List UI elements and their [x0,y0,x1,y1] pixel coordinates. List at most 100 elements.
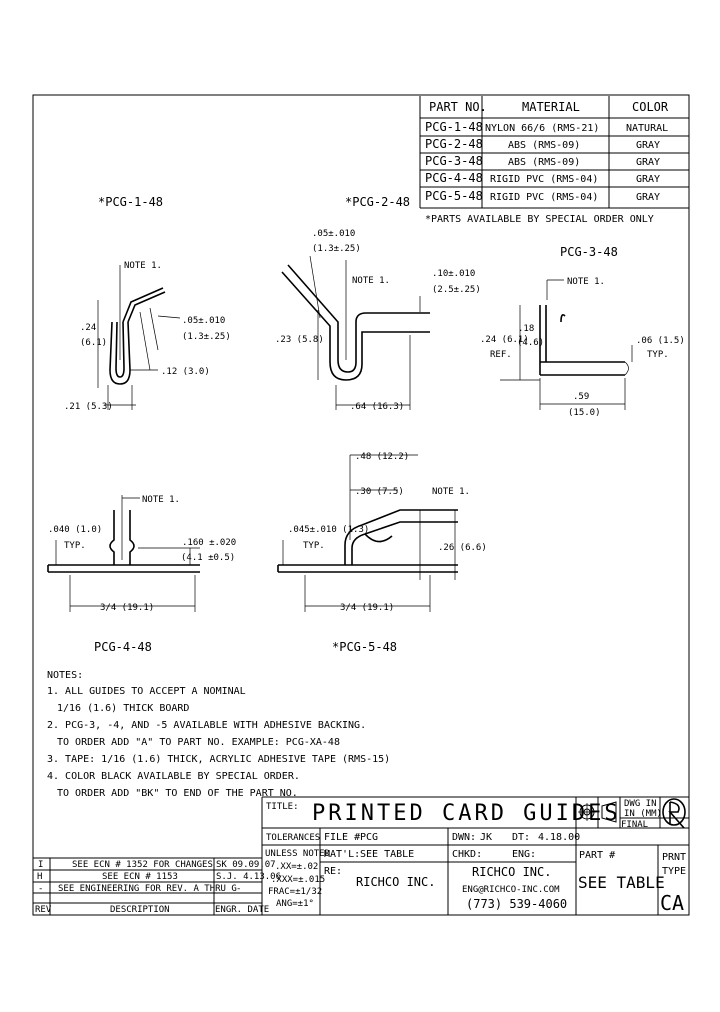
view-label: PCG-4-48 [94,640,152,654]
matl-value: SEE TABLE [360,849,414,860]
rev-cell: - [38,884,43,894]
dim-typ: TYP. [647,350,669,360]
parts-table: PART NO. MATERIAL COLOR PCG-1-48 NYLON 6… [419,96,689,225]
table-cell: ABS (RMS-09) [508,140,580,151]
table-cell: RIGID PVC (RMS-04) [490,192,598,203]
rev-cell: - [236,884,241,894]
rev-cell: I [38,860,43,870]
sheet-border [32,94,690,916]
dim-mid: .30 (7.5) [355,487,404,497]
table-cell: PCG-2-48 [425,137,483,151]
view-label: PCG-3-48 [560,245,618,259]
dim-thick: .040 (1.0) [48,525,102,535]
table-cell: PCG-3-48 [425,154,483,168]
note-ref: NOTE 1. [124,261,162,271]
revision-table: I SEE ECN # 1352 FOR CHANGES SK 09.09.07… [33,857,281,915]
table-cell: GRAY [636,140,660,151]
dim-height-mm: (6.1) [80,338,107,348]
notes-heading: NOTES: [47,670,83,681]
table-footnote: *PARTS AVAILABLE BY SPECIAL ORDER ONLY [425,214,654,225]
file-label: FILE # [324,832,360,843]
dim-width: 3/4 (19.1) [100,603,154,613]
notes: NOTES: 1. ALL GUIDES TO ACCEPT A NOMINAL… [47,670,390,799]
title-label: TITLE: [266,802,299,812]
unless-noted: UNLESS NOTED [265,849,330,859]
table-cell: PCG-4-48 [425,171,483,185]
prnt-label: PRNT [662,852,686,863]
dwn-label: DWN: [452,832,476,843]
table-cell: NATURAL [626,123,668,134]
projection-symbol-icon [578,801,617,823]
note-line: 1/16 (1.6) THICK BOARD [57,703,189,714]
note-ref: NOTE 1. [432,487,470,497]
rev-cell: H [37,872,42,882]
table-cell: RIGID PVC (RMS-04) [490,174,598,185]
type-value: CA [660,891,684,915]
in-mm: IN (MM) [624,809,662,819]
note-line: 4. COLOR BLACK AVAILABLE BY SPECIAL ORDE… [47,771,300,782]
tolerances: TOLERANCES [266,833,320,843]
dim-height-mm: (4.1 ±0.5) [181,553,235,563]
dim-width: 3/4 (19.1) [340,603,394,613]
dim-right: .10±.010 [432,269,475,279]
dim-height: .26 (6.6) [438,543,487,553]
table-header-part: PART NO. [429,100,487,114]
tol-xxx: .XXX=±.015 [271,875,325,885]
dim-height: .160 ±.020 [182,538,236,548]
title-block: TITLE: PRINTED CARD GUIDES DWG IN IN (MM… [261,796,689,915]
view-pcg-2: *PCG-2-48 .05±.010 (1.3±.25) NOTE 1. .10… [275,195,481,412]
table-cell: GRAY [636,157,660,168]
dim-width: .21 (5.3) [64,402,113,412]
drawing-title: PRINTED CARD GUIDES [312,801,621,826]
view-label: *PCG-5-48 [332,640,397,654]
dim-height: .24 [80,323,96,333]
note-ref: NOTE 1. [352,276,390,286]
dim-width-mm: (15.0) [568,408,601,418]
note-line: TO ORDER ADD "A" TO PART NO. EXAMPLE: PC… [57,737,340,748]
dim-top: .48 (12.2) [355,452,409,462]
dim-lip: .05±.010 [182,316,225,326]
dim-top: .05±.010 [312,229,355,239]
rev-header: REV [35,905,52,915]
view-label: *PCG-1-48 [98,195,163,209]
table-header-material: MATERIAL [522,100,580,114]
note-line: 2. PCG-3, -4, AND -5 AVAILABLE WITH ADHE… [47,720,366,731]
file-value: PCG [360,832,378,843]
dwn-value: JK [480,832,492,843]
table-cell: PCG-5-48 [425,189,483,203]
richco-logo-icon [662,798,686,829]
rev-header: DESCRIPTION [110,905,170,915]
view-pcg-4: NOTE 1. .040 (1.0) TYP. .160 ±.020 (4.1 … [47,495,236,654]
view-pcg-3: PCG-3-48 NOTE 1. .18 (4.6) .24 (6.1) REF… [480,245,685,418]
dwg-in: DWG IN [624,799,657,809]
matl-label: MAT'L: [324,849,360,860]
view-label: *PCG-2-48 [345,195,410,209]
table-cell: PCG-1-48 [425,120,483,134]
re-label: RE: [324,866,342,877]
note-line: TO ORDER ADD "BK" TO END OF THE PART NO. [57,788,298,799]
tol-xx: .XX=±.02 [275,862,318,872]
table-header-color: COLOR [632,100,669,114]
company-phone: (773) 539-4060 [466,897,567,911]
eng-label: ENG: [512,849,536,860]
dim-lip-mm: (1.3±.25) [182,332,231,342]
rev-cell: S.J. 4.13.06 [216,872,281,882]
dim-height: .23 (5.8) [275,335,324,345]
note-line: 1. ALL GUIDES TO ACCEPT A NOMINAL [47,686,246,697]
view-pcg-5: .48 (12.2) .30 (7.5) NOTE 1. .045±.010 (… [277,452,487,654]
dim-width: .64 (16.3) [350,402,404,412]
dim-thick: .045±.010 (1.3) [288,525,369,535]
dim-inner: .18 [518,324,534,334]
dim-height: .24 (6.1) [480,335,529,345]
type-label: TYPE [662,866,686,877]
dim-typ: TYP. [64,541,86,551]
table-cell: GRAY [636,174,660,185]
dim-top-mm: (1.3±.25) [312,244,361,254]
dim-thick: .06 (1.5) [636,336,685,346]
dim-gap: .12 (3.0) [161,367,210,377]
dt-value: 4.18.00 [538,832,580,843]
note-ref: NOTE 1. [567,277,605,287]
part-label: PART # [579,850,615,861]
re-value: RICHCO INC. [356,875,435,889]
